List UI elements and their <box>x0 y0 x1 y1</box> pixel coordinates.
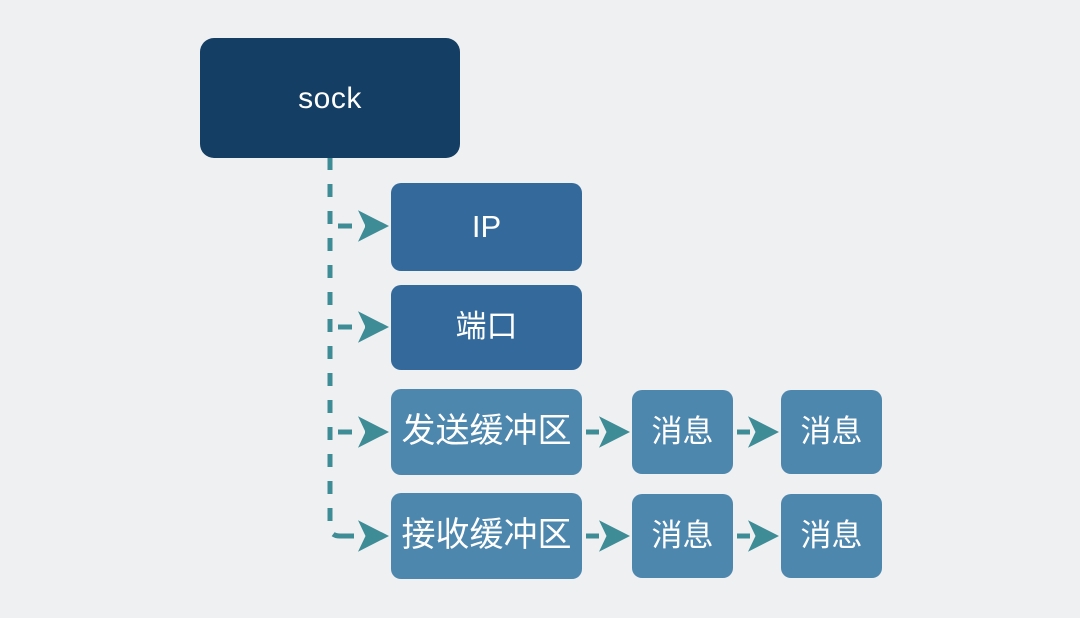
node-receive-message-1[interactable]: 消息 <box>632 494 733 578</box>
node-send-message-1[interactable]: 消息 <box>632 390 733 474</box>
node-receive-message-2[interactable]: 消息 <box>781 494 882 578</box>
edge-sock-trunk <box>327 157 341 539</box>
node-send-message-2[interactable]: 消息 <box>781 390 882 474</box>
node-port[interactable]: 端口 <box>391 285 582 370</box>
node-send-buffer[interactable]: 发送缓冲区 <box>391 389 582 475</box>
node-sock[interactable]: sock <box>200 38 460 158</box>
node-receive-buffer[interactable]: 接收缓冲区 <box>391 493 582 579</box>
node-ip[interactable]: IP <box>391 183 582 271</box>
